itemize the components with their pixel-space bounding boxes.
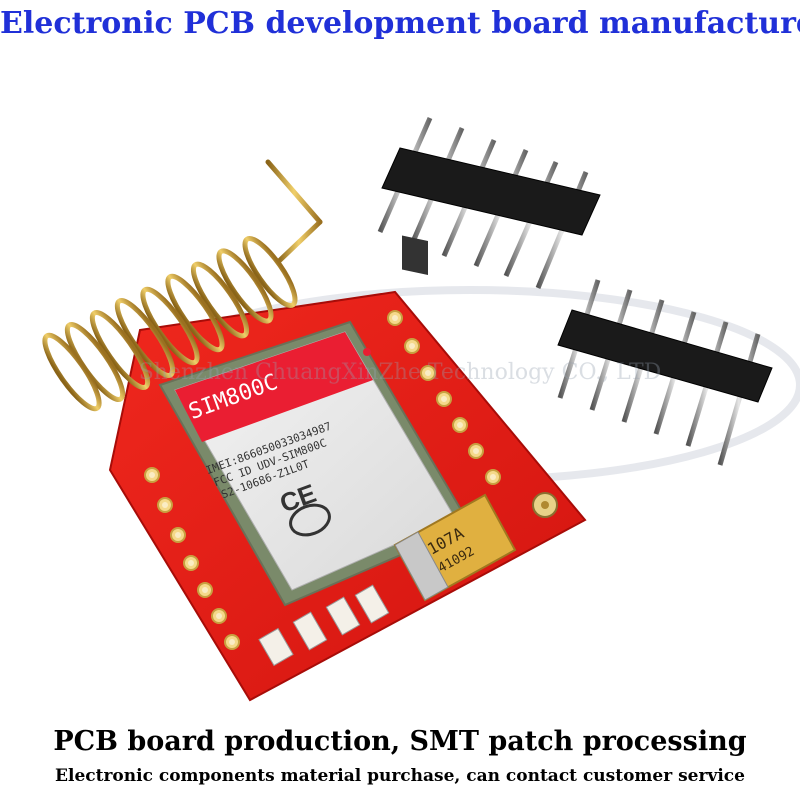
pin-header-right [557,279,773,466]
ccc-mark-icon [289,503,331,537]
watermark-text: Shenzhen ChuangXinZhe Technology CO., LT… [138,360,662,385]
tantalum-capacitor: 107A 41092 [393,493,517,602]
sim800c-module: SIM800C IMEI:866050033034987 FCC ID UDV-… [158,320,472,607]
pin-header-top [377,116,601,289]
footer-headline: PCB board production, SMT patch processi… [53,726,747,757]
header-title: Electronic PCB development board manufac… [0,6,800,41]
footer-subline: Electronic components material purchase,… [55,766,745,786]
spring-antenna [42,159,323,412]
